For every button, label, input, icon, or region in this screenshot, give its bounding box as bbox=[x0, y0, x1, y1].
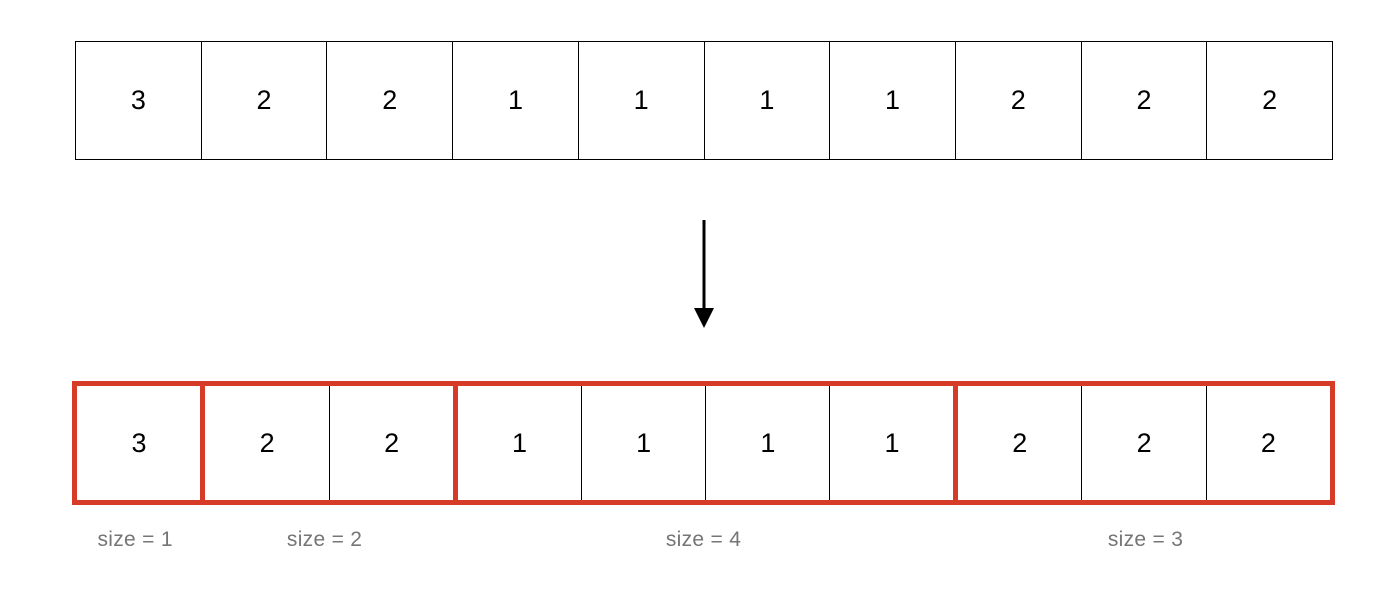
array-cell: 3 bbox=[131, 427, 147, 458]
array-cell: 1 bbox=[705, 386, 829, 500]
transform-arrow bbox=[691, 218, 717, 330]
array-cell: 1 bbox=[577, 42, 704, 159]
array-cell: 2 bbox=[954, 42, 1081, 159]
size-label: size = 1 bbox=[97, 528, 173, 551]
array-cell: 1 bbox=[829, 42, 955, 159]
array-cell: 2 bbox=[1080, 42, 1207, 159]
array-cell: 1 bbox=[829, 386, 953, 500]
size-labels-row: size = 1 size = 2 size = 4 size = 3 bbox=[72, 505, 1335, 552]
size-label: size = 2 bbox=[286, 528, 363, 551]
array-cell: 1 bbox=[452, 42, 578, 159]
array-cell: 2 bbox=[200, 42, 327, 159]
cell-group-size-3: 2 2 2 bbox=[953, 381, 1335, 505]
array-cell: 2 bbox=[1012, 427, 1028, 458]
array-cell: 2 bbox=[1206, 42, 1332, 159]
cell-group-size-1: 3 bbox=[72, 381, 206, 505]
array-cell: 2 bbox=[328, 386, 453, 500]
size-label: size = 4 bbox=[665, 528, 742, 551]
down-arrow-icon bbox=[694, 220, 714, 328]
input-array-row: 3 2 2 1 1 1 1 2 2 2 bbox=[75, 41, 1333, 160]
grouped-array-row: 3 2 2 1 1 1 1 2 2 2 bbox=[72, 381, 1335, 505]
array-cell: 2 bbox=[1205, 386, 1330, 500]
cell-group-size-2: 2 2 bbox=[200, 381, 459, 505]
array-cell: 1 bbox=[703, 42, 830, 159]
array-cell: 1 bbox=[511, 427, 527, 458]
cell-group-size-4: 1 1 1 1 bbox=[452, 381, 959, 505]
array-cell: 1 bbox=[581, 386, 705, 500]
array-cell: 2 bbox=[1081, 386, 1205, 500]
array-cell: 2 bbox=[326, 42, 452, 159]
array-cell: 2 bbox=[259, 427, 275, 458]
array-cell: 3 bbox=[130, 85, 146, 115]
size-label: size = 3 bbox=[1107, 528, 1184, 551]
